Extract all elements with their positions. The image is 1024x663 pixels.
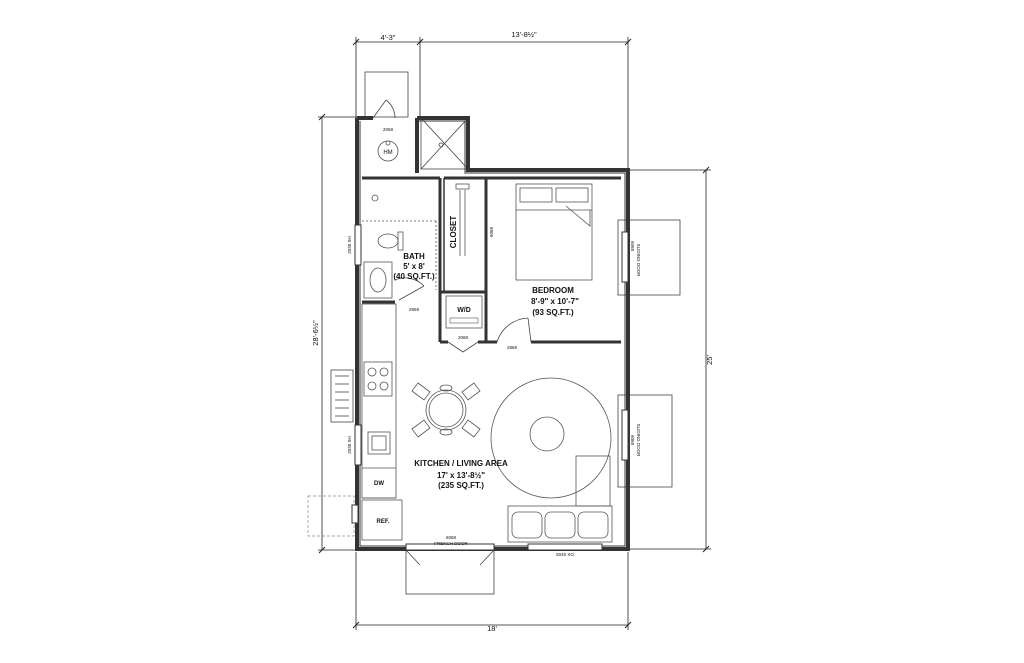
dimension-lines: [318, 37, 711, 630]
sliding-door-bottom-code: 6068: [630, 435, 635, 446]
living-furniture: [490, 377, 613, 543]
dim-right: 25': [705, 355, 714, 365]
dim-top-right: 13'-8½": [511, 30, 537, 39]
kitchen-name: KITCHEN / LIVING AREA: [414, 459, 508, 468]
wd-label: W/D: [457, 307, 471, 314]
bath-size: 5' x 8': [403, 262, 425, 271]
kitchen-counter: [361, 303, 403, 541]
dim-left: 28'-6½": [311, 320, 320, 346]
mech-door-code: 2068: [383, 127, 394, 132]
water-heater: [377, 140, 399, 162]
closet-rod: [455, 183, 470, 256]
closet-door-code: 6068: [489, 226, 494, 237]
exterior-dashed-pad: [307, 495, 355, 537]
kitchen-window-label: 2030 SH: [347, 436, 352, 454]
bath-name: BATH: [403, 252, 425, 261]
door-swings: [372, 99, 532, 566]
dim-bottom: 18': [487, 624, 497, 633]
exterior-elements: [330, 71, 681, 595]
bath-area: (40 SQ.FT.): [393, 272, 435, 281]
dim-top-left: 4'-3": [381, 33, 396, 42]
bed: [515, 183, 593, 281]
sliding-door-top-label: SLIDING DOOR: [636, 244, 641, 278]
closet-label: CLOSET: [449, 216, 458, 249]
openings: [351, 224, 629, 551]
ref-label: REF.: [376, 519, 389, 525]
xo-window-label: 5040 XO: [556, 552, 574, 557]
wd-door-code: 2068: [458, 335, 469, 340]
bath-fixtures: [362, 194, 437, 299]
french-door-code: 6068: [446, 535, 457, 540]
sliding-door-bottom-label: SLIDING DOOR: [636, 424, 641, 458]
kitchen-size: 17' x 13'-8½": [437, 471, 485, 480]
french-door-label: FRENCH DOOR: [434, 541, 468, 546]
sliding-door-top-code: 6068: [630, 241, 635, 252]
kitchen-area: (235 SQ.FT.): [438, 481, 484, 490]
walls: [355, 116, 630, 551]
dining-set: [411, 382, 481, 438]
dimension-ticks: [318, 38, 710, 629]
hm-label: HM: [383, 150, 392, 156]
dw-label: DW: [374, 481, 384, 487]
bath-door-code: 2868: [409, 307, 420, 312]
bedroom-area: (93 SQ.FT.): [532, 308, 574, 317]
bath-window-label: 2030 SH: [347, 236, 352, 254]
bedroom-size: 8'-9" x 10'-7": [531, 297, 579, 306]
bedroom-door-code: 2868: [507, 345, 518, 350]
washer-dryer-panel: [449, 317, 479, 324]
washer-dryer: [445, 295, 483, 329]
bedroom-name: BEDROOM: [532, 286, 574, 295]
